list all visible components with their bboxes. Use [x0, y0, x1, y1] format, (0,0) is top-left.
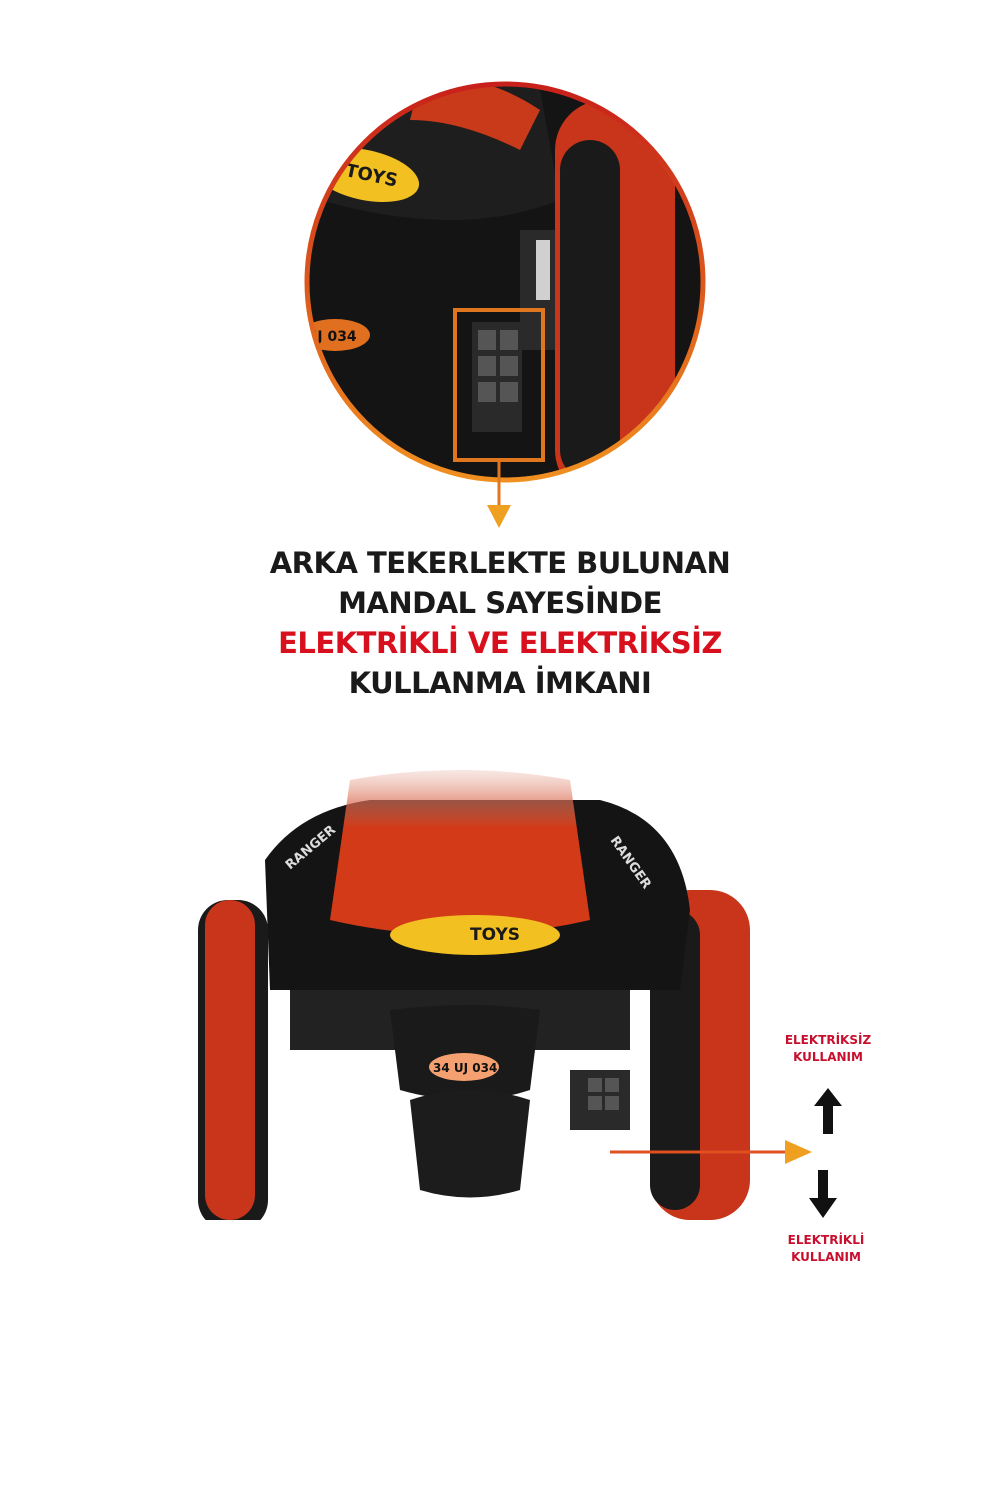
label-non-electric-line2: KULLANIM — [793, 1050, 863, 1064]
headline: ARKA TEKERLEKTE BULUNAN MANDAL SAYESİNDE… — [0, 543, 1000, 703]
headline-line-4: KULLANMA İMKANI — [348, 666, 652, 700]
label-non-electric-line1: ELEKTRİKSİZ — [784, 1033, 872, 1047]
svg-text:TOYS: TOYS — [470, 925, 520, 945]
label-electric-line1: ELEKTRİKLİ — [787, 1233, 865, 1247]
arrow-down-icon — [809, 1170, 837, 1218]
vehicle-rear-view: TOYS RANGER RANGER 34 UJ 034 — [198, 770, 812, 1220]
headline-highlight: ELEKTRİKLİ VE ELEKTRİKSİZ — [278, 626, 722, 660]
label-electric: ELEKTRİKLİ KULLANIM — [766, 1232, 886, 1266]
svg-text:UJ 034: UJ 034 — [306, 329, 357, 345]
zoom-detail-circle: TOYS UJ 034 — [304, 81, 706, 528]
arrow-down-orange-icon — [487, 505, 511, 528]
label-electric-line2: KULLANIM — [791, 1250, 861, 1264]
svg-text:34 UJ 034: 34 UJ 034 — [433, 1061, 497, 1075]
brand-logo — [390, 915, 560, 955]
seat — [330, 770, 590, 935]
label-non-electric: ELEKTRİKSİZ KULLANIM — [768, 1032, 888, 1066]
headline-line-2: MANDAL SAYESİNDE — [338, 586, 662, 620]
headline-line-1: ARKA TEKERLEKTE BULUNAN — [269, 546, 731, 580]
arrow-right-icon — [785, 1140, 812, 1164]
arrow-up-icon — [814, 1088, 842, 1134]
